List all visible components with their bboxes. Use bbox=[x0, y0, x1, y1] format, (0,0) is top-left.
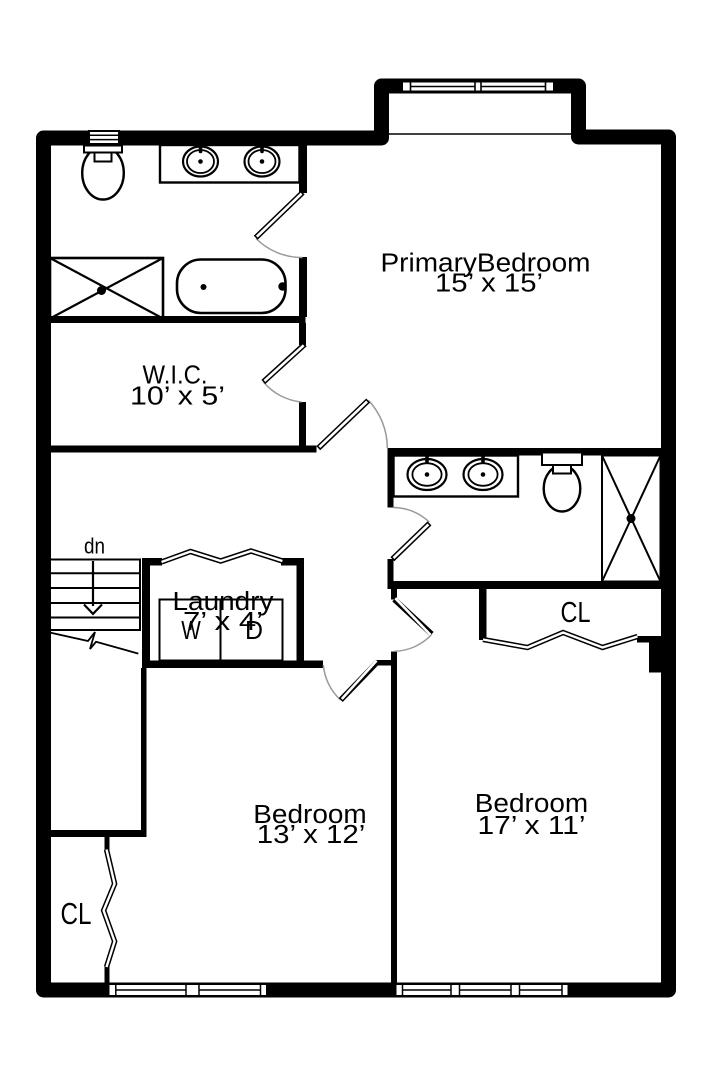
svg-text:W: W bbox=[181, 617, 201, 645]
svg-text:Bedroom: Bedroom bbox=[475, 790, 589, 818]
svg-text:D: D bbox=[245, 617, 263, 645]
svg-text:CL: CL bbox=[61, 896, 92, 931]
svg-text:10’ x 5’: 10’ x 5’ bbox=[130, 383, 225, 411]
svg-text:dn: dn bbox=[84, 534, 105, 559]
svg-text:7’ x 4’: 7’ x 4’ bbox=[183, 608, 263, 636]
svg-text:Laundry: Laundry bbox=[173, 588, 274, 616]
svg-text:Bedroom: Bedroom bbox=[253, 801, 367, 829]
svg-text:W.I.C.: W.I.C. bbox=[143, 362, 208, 390]
svg-text:PrimaryBedroom: PrimaryBedroom bbox=[381, 250, 591, 278]
svg-text:15’ x 15’: 15’ x 15’ bbox=[435, 270, 543, 298]
svg-text:13’ x 12’: 13’ x 12’ bbox=[257, 821, 366, 849]
svg-text:17’ x 11’: 17’ x 11’ bbox=[478, 812, 586, 840]
svg-text:CL: CL bbox=[561, 597, 591, 629]
